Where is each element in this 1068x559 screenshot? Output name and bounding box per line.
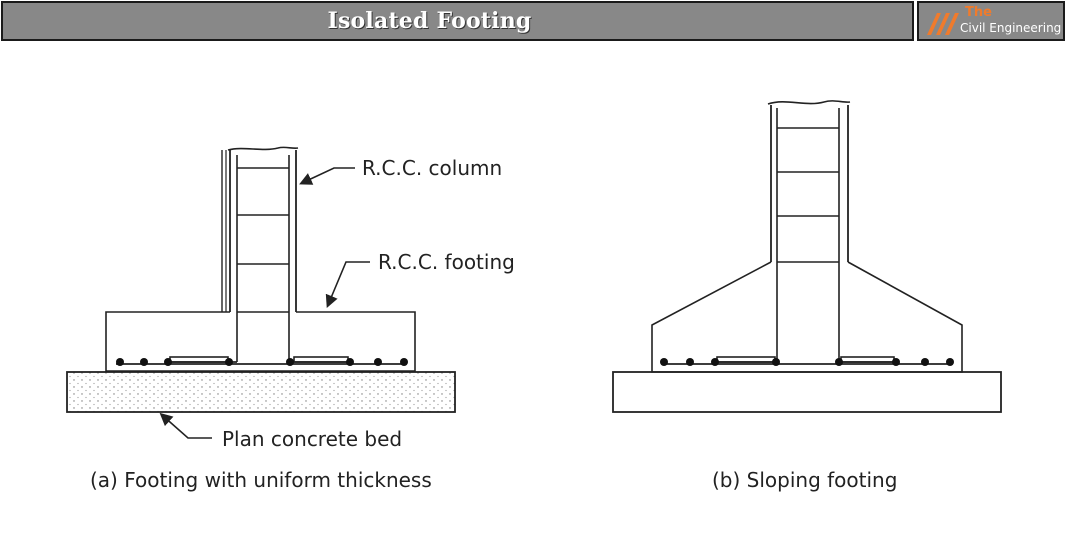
column-break-line-b <box>767 100 851 105</box>
plain-concrete-bed-b <box>612 371 1002 413</box>
rebar-dots-b <box>660 358 954 366</box>
label-rcc-footing: R.C.C. footing <box>378 250 515 274</box>
leader-footing <box>325 261 370 308</box>
column-break-line <box>227 146 299 151</box>
rebar-dots <box>116 358 408 366</box>
leader-bed <box>159 412 212 439</box>
logo-text-the: The <box>965 5 992 20</box>
plain-concrete-bed <box>66 371 456 413</box>
caption-figure-b: (b) Sloping footing <box>712 468 897 492</box>
leader-column <box>299 167 355 185</box>
footing-diagram: R.C.C. column R.C.C. footing Plan concre… <box>66 100 1002 492</box>
figure-b <box>612 100 1002 413</box>
rcc-footing-outline <box>105 311 416 372</box>
logo: The Civil Engineering <box>917 1 1065 41</box>
sloping-footing-outline <box>651 261 963 373</box>
label-plain-concrete-bed: Plan concrete bed <box>222 427 402 451</box>
header-bar: Isolated Footing <box>1 1 914 41</box>
label-rcc-column: R.C.C. column <box>362 156 502 180</box>
page-title: Isolated Footing <box>327 8 532 34</box>
logo-text-brand: Civil Engineering <box>960 21 1062 35</box>
caption-figure-a: (a) Footing with uniform thickness <box>90 468 432 492</box>
logo-stripes-icon <box>927 13 959 35</box>
figure-a <box>66 146 456 439</box>
